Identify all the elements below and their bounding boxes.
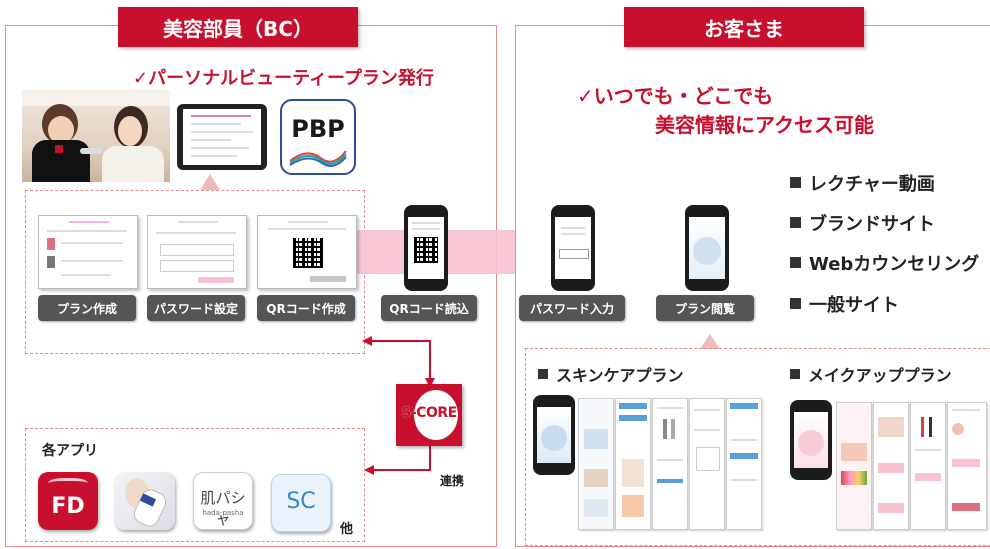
device-app-icon <box>115 472 175 530</box>
skincare-page-3 <box>652 398 688 530</box>
feature-brand-site: ブランドサイト <box>790 210 935 236</box>
feature-general-site: 一般サイト <box>790 291 899 317</box>
makeup-plan-title: メイクアッププラン <box>790 362 952 386</box>
plan-types-box <box>525 348 990 546</box>
hada-pasha-app-icon: 肌パシャ hada-pasha <box>193 472 253 530</box>
skincare-page-2 <box>615 398 651 530</box>
apps-more: 他 <box>340 522 354 537</box>
headline-line1: ✓いつでも・どこでも <box>577 84 774 108</box>
headline-line2: 美容情報にアクセス可能 <box>655 113 874 137</box>
bc-header: 美容部員（BC） <box>118 7 358 47</box>
score-logo-text: S-CORE <box>401 405 457 421</box>
feature-lecture-video: レクチャー動画 <box>790 170 935 196</box>
pbp-app-logo: PBP <box>280 99 356 175</box>
apps-title: 各アプリ <box>42 443 98 459</box>
step-password-set: パスワード設定 <box>147 295 245 321</box>
score-logo: S-CORE <box>396 384 462 446</box>
apps-connector <box>364 460 431 475</box>
skincare-page-4 <box>689 398 725 530</box>
skincare-phone <box>533 395 575 475</box>
skincare-plan-title: スキンケアプラン <box>538 362 684 386</box>
makeup-page-4 <box>947 402 987 530</box>
bc-subtitle: ✓パーソナルビューティープラン発行 <box>133 68 434 89</box>
makeup-page-1 <box>836 402 872 530</box>
password-setting-screen <box>147 215 247 289</box>
qr-creation-screen <box>257 215 357 289</box>
makeup-page-3 <box>910 402 946 530</box>
consultation-photo <box>22 90 170 182</box>
feature-web-counseling: Webカウンセリング <box>790 250 979 276</box>
step-qr-read: QRコード読込 <box>381 295 477 321</box>
password-phone <box>551 205 595 291</box>
plan-view-phone <box>685 205 729 291</box>
pbp-logo-text: PBP <box>291 115 345 143</box>
tablet-device <box>177 104 267 170</box>
step-password-input: パスワード入力 <box>519 295 625 321</box>
sc-app-icon: SC <box>271 474 331 532</box>
apps-box <box>25 428 365 542</box>
qr-code-icon <box>293 238 323 268</box>
customer-header: お客さま <box>624 7 864 47</box>
fd-app-icon: FD <box>38 472 98 530</box>
makeup-phone <box>790 400 832 480</box>
step-qr-create: QRコード作成 <box>257 295 355 321</box>
step-plan-create: プラン作成 <box>38 295 136 321</box>
skincare-page-5 <box>726 398 762 530</box>
qr-scan-phone <box>404 205 448 291</box>
swoosh-icon <box>289 150 347 167</box>
plan-creation-screen <box>38 215 138 289</box>
skincare-page-1 <box>578 398 614 530</box>
link-label: 連携 <box>440 474 465 488</box>
step-plan-view: プラン閲覧 <box>656 295 754 321</box>
makeup-page-2 <box>873 402 909 530</box>
